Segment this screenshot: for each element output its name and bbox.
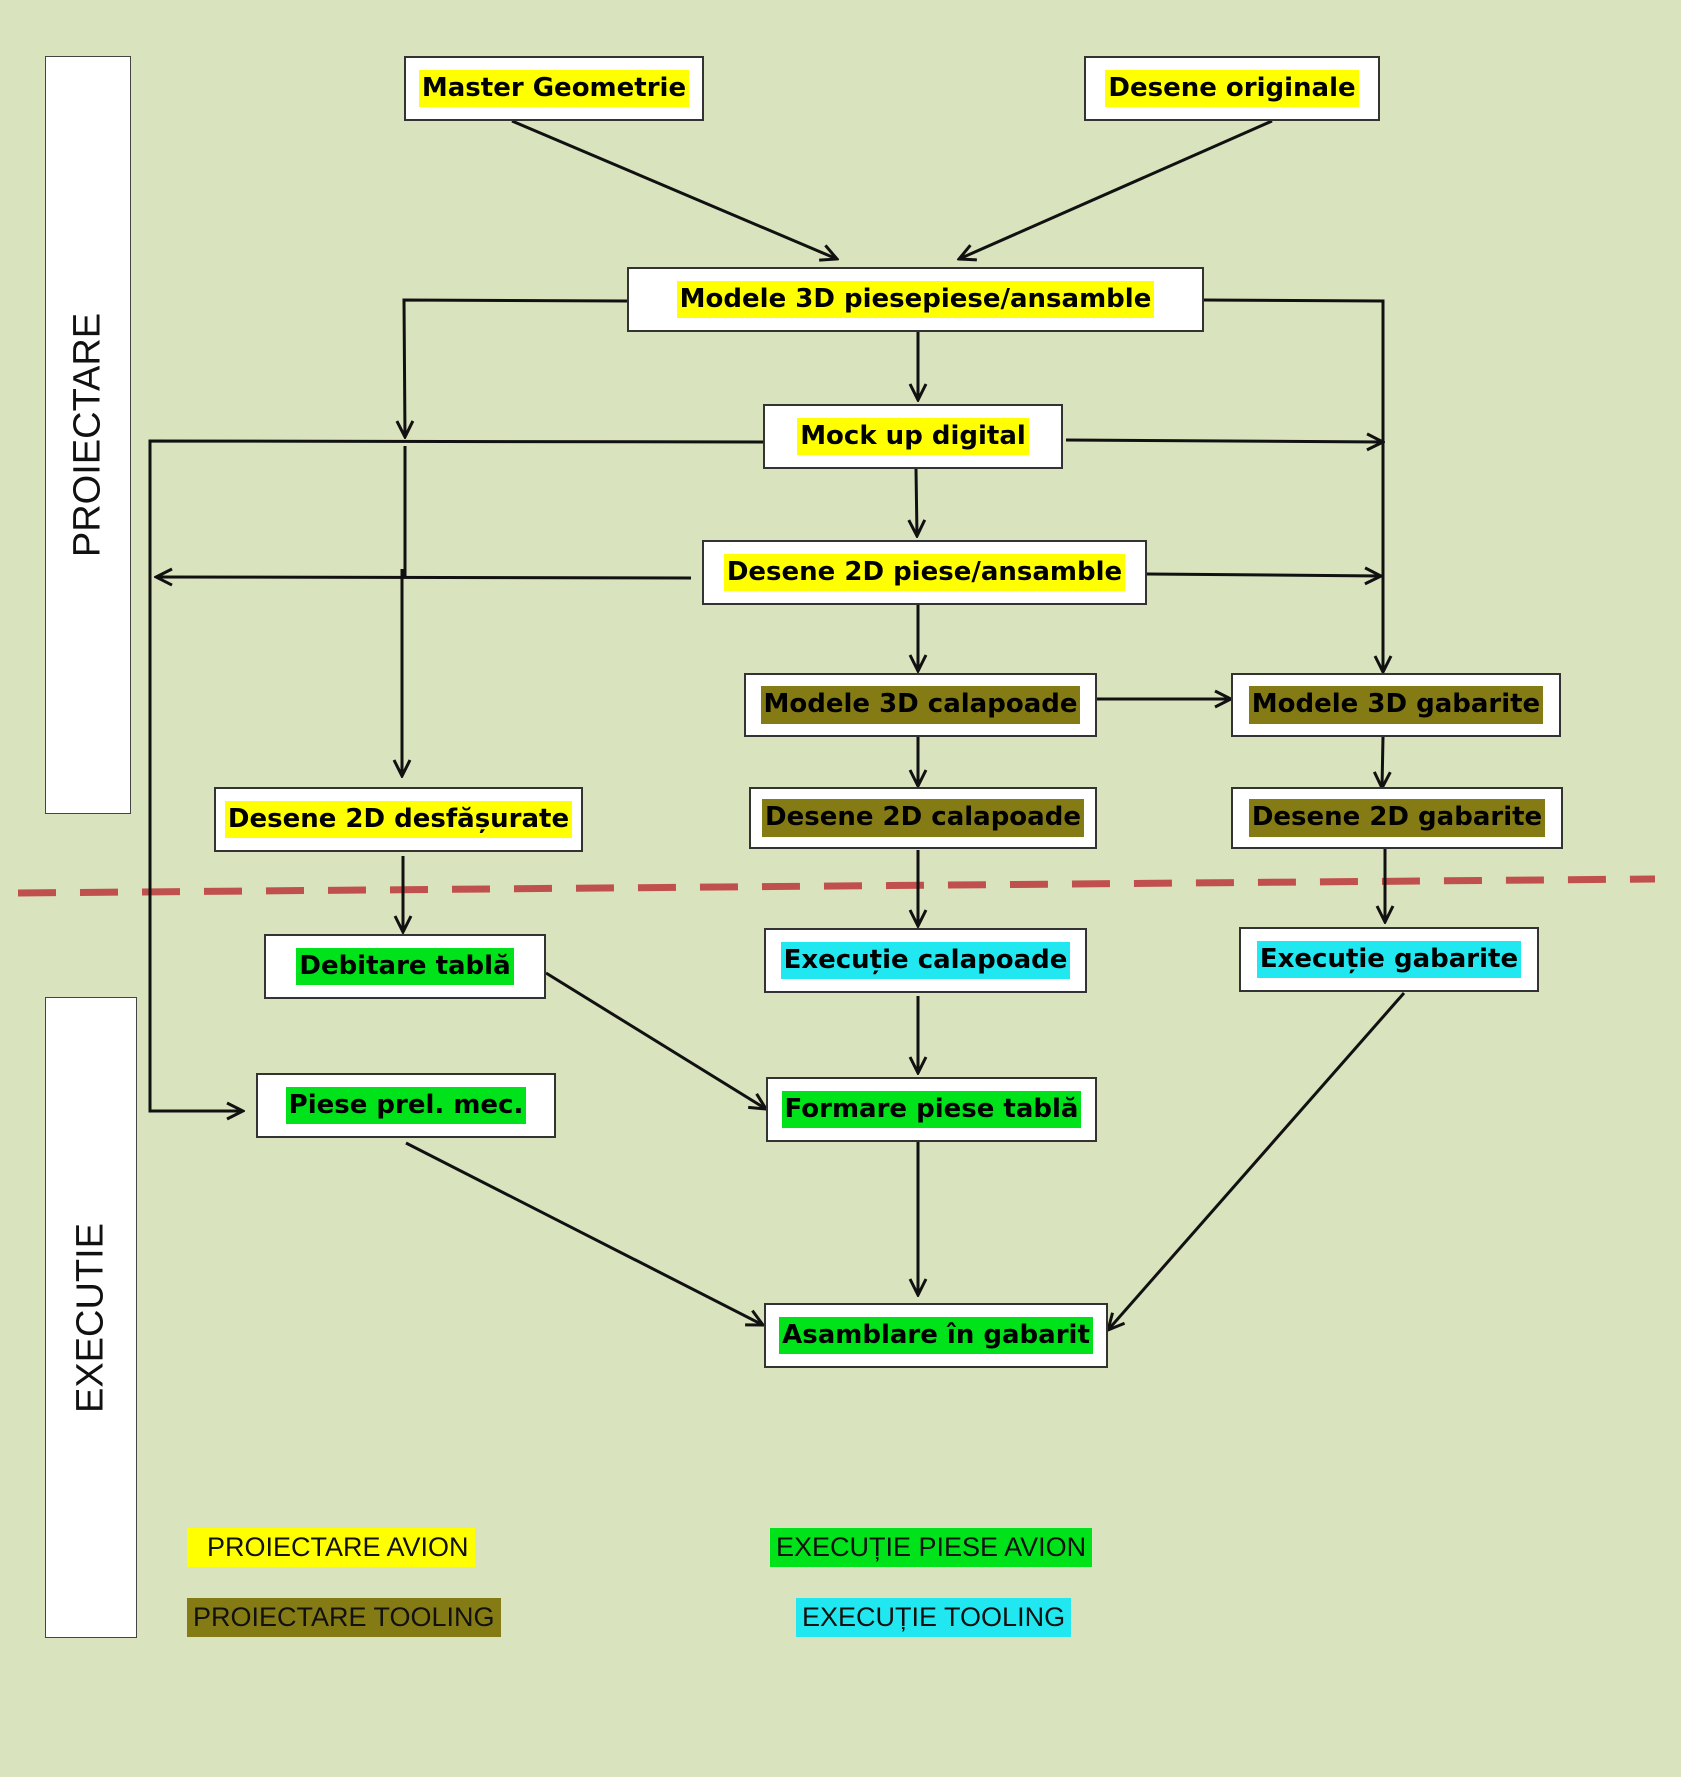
arrow-mockup-right xyxy=(1065,440,1383,442)
node-executie-gabarite: Execuție gabarite xyxy=(1239,927,1539,992)
arrow-mockup-to-desene2d xyxy=(916,468,917,536)
node-desene-originale-label: Desene originale xyxy=(1105,69,1359,108)
node-desene-2d-calapoade-label: Desene 2D calapoade xyxy=(762,799,1084,837)
node-formare-piese-tabla-label: Formare piese tablă xyxy=(781,1090,1082,1129)
phase-executie-bar: EXECUTIE xyxy=(45,997,137,1638)
legend-executie-tooling: EXECUȚIE TOOLING xyxy=(796,1598,1072,1637)
phase-separator-line xyxy=(17,875,1656,897)
arrow-master-to-modele3d xyxy=(511,119,837,259)
arrow-desene2d-right xyxy=(1146,574,1381,576)
legend-proiectare-tooling: PROIECTARE TOOLING xyxy=(187,1598,501,1637)
node-debitare-tabla-label: Debitare tablă xyxy=(296,947,514,986)
node-executie-calapoade-label: Execuție calapoade xyxy=(780,941,1071,980)
node-desene-2d-piese: Desene 2D piese/ansamble xyxy=(702,540,1147,605)
node-master-geometrie-label: Master Geometrie xyxy=(418,69,690,108)
legend-proiectare-avion: PROIECTARE AVION xyxy=(187,1528,475,1567)
node-piese-prel-mec-label: Piese prel. mec. xyxy=(285,1086,527,1125)
node-executie-calapoade: Execuție calapoade xyxy=(764,928,1087,993)
node-desene-2d-desfasurate: Desene 2D desfășurate xyxy=(214,787,583,852)
node-piese-prel-mec: Piese prel. mec. xyxy=(256,1073,556,1138)
node-desene-2d-piese-label: Desene 2D piese/ansamble xyxy=(723,553,1126,592)
node-desene-originale: Desene originale xyxy=(1084,56,1380,121)
legend-executie-piese-avion: EXECUȚIE PIESE AVION xyxy=(770,1528,1093,1567)
node-modele-3d-calapoade: Modele 3D calapoade xyxy=(744,673,1097,737)
node-modele-3d-piese: Modele 3D piesepiese/ansamble xyxy=(627,267,1204,332)
arrow-desene2d-left xyxy=(156,577,692,578)
node-mock-up-digital: Mock up digital xyxy=(763,404,1063,469)
node-modele-3d-calapoade-label: Modele 3D calapoade xyxy=(760,686,1081,724)
node-modele-3d-piese-label: Modele 3D piesepiese/ansamble xyxy=(676,280,1155,319)
node-desene-2d-gabarite-label: Desene 2D gabarite xyxy=(1248,799,1546,837)
node-mock-up-digital-label: Mock up digital xyxy=(797,417,1029,456)
node-modele-3d-gabarite: Modele 3D gabarite xyxy=(1231,673,1561,737)
node-asamblare-in-gabarit: Asamblare în gabarit xyxy=(764,1303,1108,1368)
node-modele-3d-gabarite-label: Modele 3D gabarite xyxy=(1248,686,1544,724)
node-executie-gabarite-label: Execuție gabarite xyxy=(1256,940,1522,979)
arrow-piese-prel-to-asamblare xyxy=(405,1141,763,1325)
arrow-mockup-to-piese-prel-mec xyxy=(148,439,764,1111)
arrow-gabarite-to-desene-gabarite xyxy=(1382,736,1383,788)
node-desene-2d-desfasurate-label: Desene 2D desfășurate xyxy=(224,800,573,839)
arrow-originale-to-modele3d xyxy=(959,119,1273,259)
phase-proiectare-bar: PROIECTARE xyxy=(45,56,131,814)
node-asamblare-in-gabarit-label: Asamblare în gabarit xyxy=(779,1316,1093,1355)
arrow-executie-gabarite-to-asamblare xyxy=(1108,992,1406,1330)
node-desene-2d-calapoade: Desene 2D calapoade xyxy=(749,787,1097,849)
node-formare-piese-tabla: Formare piese tablă xyxy=(766,1077,1097,1142)
arrow-debitare-to-formare xyxy=(545,971,766,1109)
arrow-modele3d-right-branch xyxy=(1201,298,1383,672)
node-desene-2d-gabarite: Desene 2D gabarite xyxy=(1231,787,1563,849)
node-master-geometrie: Master Geometrie xyxy=(404,56,704,121)
node-debitare-tabla: Debitare tablă xyxy=(264,934,546,999)
arrow-modele3d-left-branch xyxy=(404,298,628,437)
